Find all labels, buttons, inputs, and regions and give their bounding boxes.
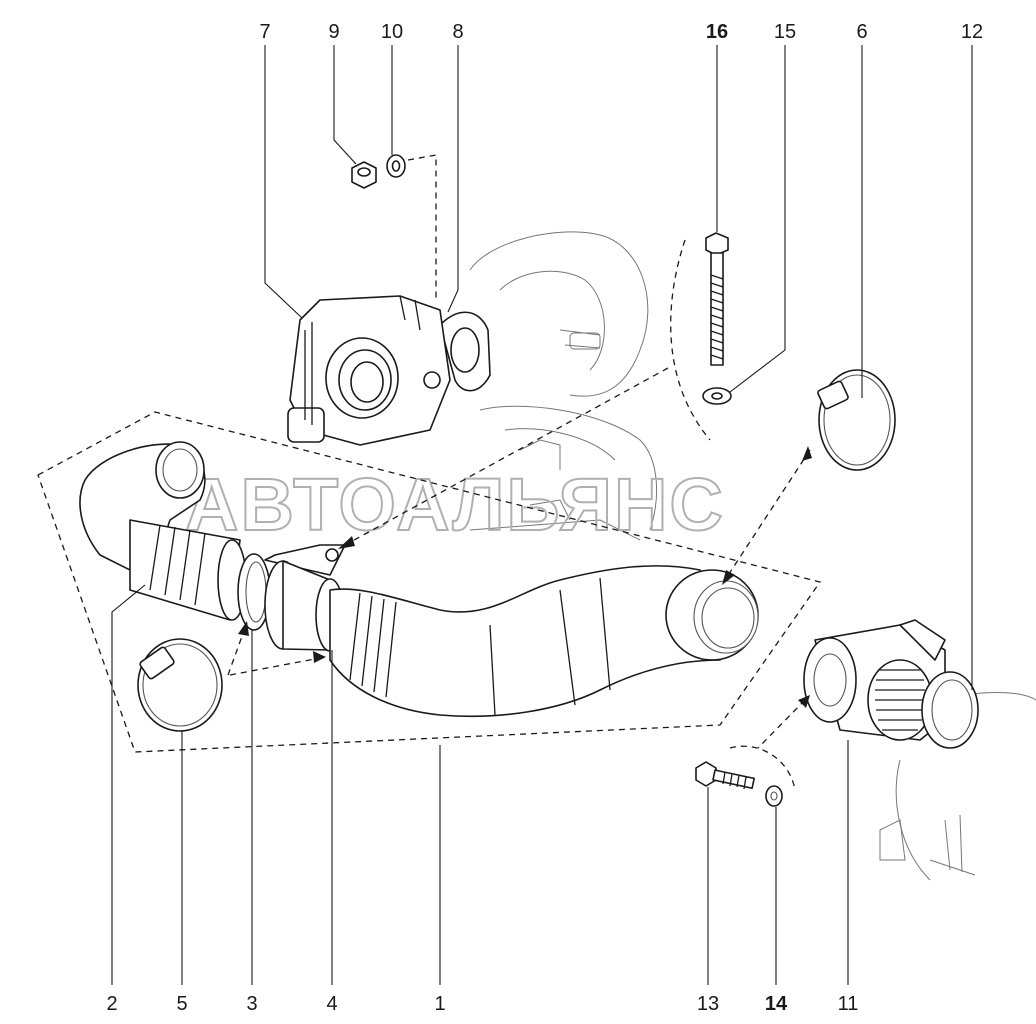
callout-16: 16 — [706, 21, 728, 43]
callout-8: 8 — [452, 21, 463, 43]
washer-15 — [702, 387, 732, 405]
callout-labels: 7 9 10 8 16 15 6 12 2 5 3 4 1 13 14 11 — [106, 21, 983, 1015]
callout-15: 15 — [774, 21, 796, 43]
callout-11: 11 — [838, 993, 859, 1015]
air-mass-meter-11 — [803, 619, 946, 741]
callout-14: 14 — [765, 993, 788, 1015]
bolt-13 — [695, 761, 755, 790]
washer-14 — [765, 785, 783, 807]
nut-9 — [351, 161, 377, 189]
hose-clamp-5 — [137, 638, 223, 732]
throttle-body-7 — [287, 295, 451, 446]
callout-9: 9 — [328, 21, 339, 43]
callout-2: 2 — [106, 993, 117, 1015]
callout-4: 4 — [326, 993, 337, 1015]
callout-7: 7 — [259, 21, 270, 43]
callout-3: 3 — [246, 993, 257, 1015]
seal-ring-3 — [237, 553, 271, 631]
leader-lines — [111, 45, 973, 985]
engine-background-outline — [469, 231, 1036, 881]
bolt-16 — [705, 232, 729, 366]
watermark: АВТОАЛЬЯНС — [185, 463, 725, 546]
gasket-8 — [439, 311, 491, 392]
intake-hose-1 — [329, 565, 759, 718]
seal-ring-12 — [921, 671, 979, 749]
callout-5: 5 — [176, 993, 187, 1015]
elbow-duct-2 — [79, 441, 247, 621]
callout-1: 1 — [434, 993, 445, 1015]
callout-10: 10 — [381, 21, 403, 43]
assembly-arrows — [227, 154, 812, 749]
hose-clamp-6 — [817, 369, 896, 471]
callout-6: 6 — [856, 21, 867, 43]
callout-13: 13 — [697, 993, 719, 1015]
bolt-group-arc-upper — [670, 239, 711, 441]
assembly-boundary — [37, 411, 822, 753]
callout-12: 12 — [961, 21, 983, 43]
bolt-group-arc-lower — [729, 745, 796, 791]
washer-10 — [386, 154, 406, 178]
